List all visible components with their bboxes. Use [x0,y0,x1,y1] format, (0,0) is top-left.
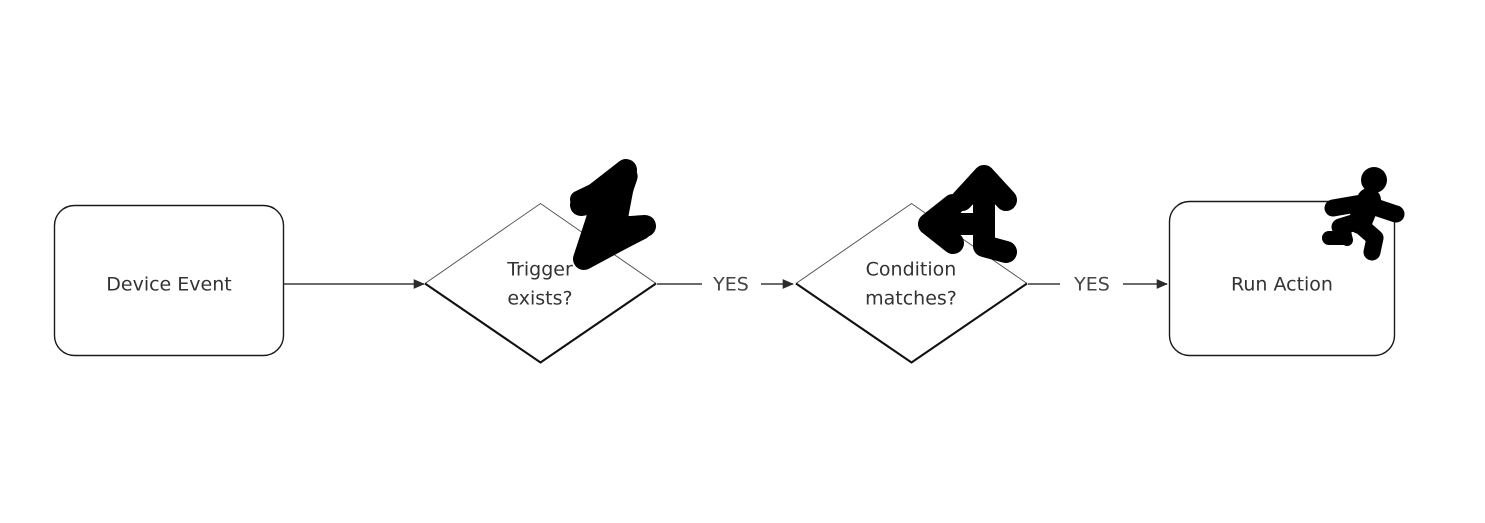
node-device-event[interactable]: Device Event [53,204,285,357]
condition-matches-label-line1: Condition [866,259,957,281]
node-run-action[interactable]: Run Action [1168,167,1405,357]
condition-diamond-thick-edges [795,282,1028,364]
run-action-label: Run Action [1231,274,1333,296]
device-event-label: Device Event [106,274,231,296]
edge-trigger-to-condition: YES [657,274,794,296]
device-event-shape [53,204,285,357]
condition-matches-label-line2: matches? [865,288,957,310]
lightning-bolt-icon [570,159,656,270]
branch-arrows-icon [918,165,1017,263]
running-person-icon [1322,167,1405,261]
trigger-exists-label-line1: Trigger [506,259,573,281]
trigger-diamond-thick-edges [424,282,657,364]
edge-condition-to-action-label: YES [1073,274,1110,296]
node-trigger-exists[interactable]: Trigger exists? [424,159,657,364]
node-condition-matches[interactable]: Condition matches? [795,165,1028,364]
edge-trigger-to-condition-label: YES [712,274,749,296]
trigger-exists-label-line2: exists? [507,288,572,310]
edge-condition-to-action: YES [1028,274,1168,296]
